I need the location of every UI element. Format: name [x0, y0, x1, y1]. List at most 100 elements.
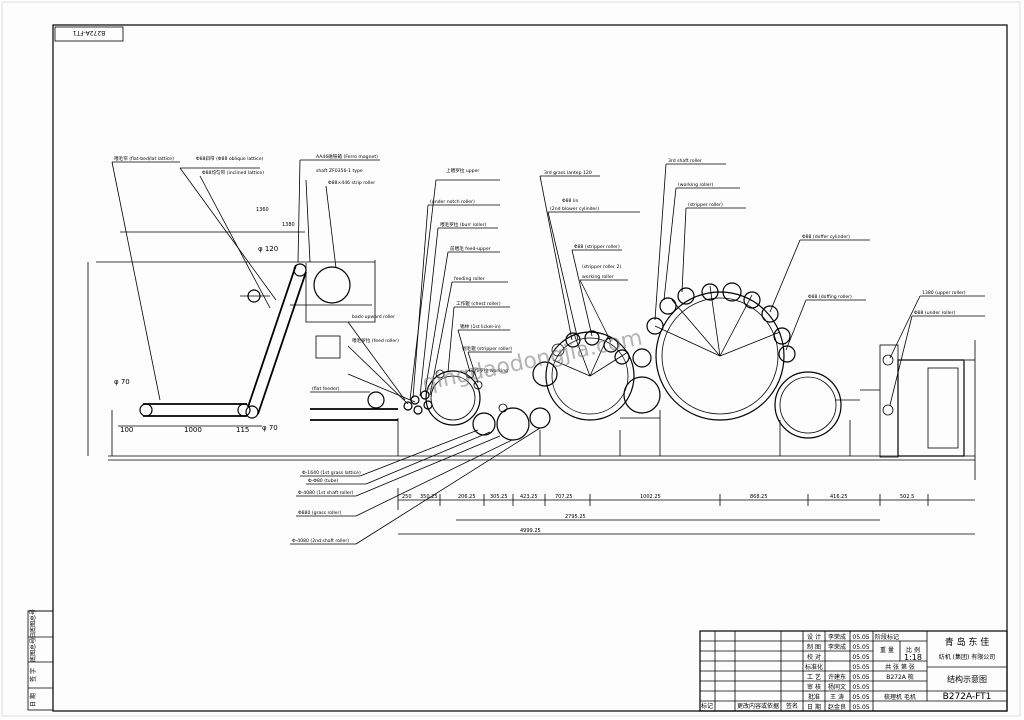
label-mid: 前喂毛 feed-upper	[450, 245, 491, 252]
title-block: 标记 更改内容或依据 签名 设 计 制 图 校 对 标准化 工 艺 审 核 批准…	[699, 630, 1008, 712]
label-left: shaft ZF0356-1 type	[316, 168, 363, 174]
label-right: Φ88 (doffer cylinder)	[802, 234, 850, 240]
tb-stage-label: 阶段标记	[875, 633, 899, 641]
tb-model: B272A 梳	[886, 673, 914, 681]
tb-date: 05.05	[852, 694, 869, 701]
leader-lines-right	[654, 163, 985, 406]
dim-seg: 350.25	[420, 494, 438, 500]
tb-date: 05.05	[852, 664, 869, 671]
tb-machine-name: 梳理机 毛机	[884, 693, 916, 701]
tb-role: 审 核	[807, 683, 821, 691]
code-box-topleft: B272A-FT1	[54, 26, 124, 42]
label-mid: 上喂罗拉 upper	[446, 167, 479, 174]
dim-mid: 2795.25	[565, 514, 586, 520]
dim-seg: 206.25	[458, 494, 476, 500]
label-mid: 剥毛辊 (stripper roller)	[462, 345, 512, 352]
leader-lines-bottom	[290, 427, 541, 545]
tb-date: 05.05	[852, 654, 869, 661]
rotated-drawing-code: B272A-FT1	[73, 29, 106, 36]
tb-role: 批准	[808, 693, 820, 701]
dim-phi70-left: φ 70	[114, 378, 130, 386]
label-mid: 锡林 (1st licker-in)	[460, 323, 501, 330]
tb-col-mark: 标记	[701, 702, 713, 710]
doffer-cylinder	[774, 371, 860, 439]
label-upper-mid: Φ88 (stripper roller)	[574, 244, 620, 250]
tb-weight-label: 重 量	[880, 646, 894, 654]
binding-label-old-base: 旧底图总号	[29, 609, 37, 639]
label-right: Φ88 (doffing roller)	[808, 294, 852, 300]
binding-label-base: 底图总号	[29, 638, 37, 662]
tb-role: 制 图	[807, 643, 821, 651]
tb-name: 李荣成	[828, 643, 846, 651]
label-upper-mid: working roller	[582, 274, 614, 280]
tb-name: 王 涛	[830, 693, 844, 701]
binding-label-date: 日 期	[29, 693, 37, 707]
label-bottom: Φ-4080 (1st shaft roller)	[298, 490, 354, 496]
label-left: 喂毛帘 (flat-bed/lat lattice)	[114, 155, 174, 162]
dim-phi70-right: φ 70	[262, 424, 278, 432]
hopper-lattice	[87, 231, 398, 456]
tb-col-change: 更改内容或依据	[737, 702, 779, 710]
leader-lines-upper-mid	[539, 175, 640, 343]
dim-seg: 423.25	[520, 494, 538, 500]
dim-phi120: φ 120	[258, 245, 278, 253]
tb-date: 05.05	[852, 704, 869, 711]
tb-name: 杨同文	[828, 683, 846, 691]
binding-label-sign: 签 字	[29, 668, 37, 682]
dimension-lines	[118, 425, 975, 535]
leader-lines-left	[111, 159, 380, 401]
label-left: Φ88均匀帘 (inclined lattice)	[202, 169, 264, 176]
main-cylinder	[646, 282, 796, 421]
tb-company-line2: 纺机 (集团) 有限公司	[939, 653, 996, 661]
drawing-frame	[52, 24, 1008, 712]
label-mid: 喂毛罗拉 (burr roller)	[440, 221, 486, 228]
label-mid: (under notch roller)	[430, 199, 475, 205]
machine-frame	[397, 410, 851, 456]
dim-seg: 250	[402, 494, 412, 500]
dim-1360: 1360	[256, 207, 269, 213]
tb-name: 李荣成	[828, 633, 846, 641]
label-left: Φ88×446 strip roller	[328, 180, 375, 186]
left-binding-strip: 旧底图总号 底图总号 签 字 日 期	[27, 609, 54, 711]
label-bottom: Φ-1640 (1st grass lattice)	[302, 470, 361, 476]
dim-top: 1380	[282, 222, 295, 228]
label-right: (stripper roller)	[688, 202, 723, 208]
dim-seg: 502.5	[900, 494, 914, 500]
tb-role: 设 计	[807, 633, 821, 641]
tb-drawing-code: B272A-FT1	[943, 692, 992, 702]
tb-company-line1: 青 岛 东 佳	[945, 636, 990, 648]
tb-date: 05.05	[852, 684, 869, 691]
label-left: AA46磁铁箱 (Ferro magnet)	[316, 153, 378, 160]
dim-seg: 1002.25	[640, 494, 661, 500]
dim-100: 100	[120, 426, 133, 434]
leader-lines-mid	[310, 179, 512, 405]
delivery-unit	[860, 340, 976, 480]
machine-drawing: φ 120 φ 70 φ 70 100 1000 115 1360 1380 2…	[87, 153, 985, 545]
label-left: Φ88斜帘 (Φ88 oblique lattice)	[196, 155, 264, 162]
label-right: 3rd shaft roller	[668, 158, 702, 164]
tb-role: 标准化	[805, 663, 823, 671]
tb-date: 05.05	[852, 644, 869, 651]
label-mid: 喂毛罗拉 (feed roller)	[352, 337, 399, 344]
tb-scale-label: 比 例	[906, 646, 920, 654]
tb-name: 赵金良	[828, 703, 846, 711]
first-cylinder	[545, 330, 661, 421]
tb-col-sign: 签名	[786, 702, 798, 710]
label-mid: back-upward roller	[352, 314, 395, 320]
label-bottom: Φ-Φ80 (tube)	[308, 478, 338, 484]
label-mid: 工作罗拉 working	[470, 367, 508, 374]
tb-date: 05.05	[852, 674, 869, 681]
tb-role: 校 对	[807, 653, 821, 661]
label-upper-mid: (stripper roller 2)	[582, 264, 621, 270]
label-right: (working roller)	[678, 182, 713, 188]
dim-1000: 1000	[184, 426, 202, 434]
dim-lower: 4999.25	[520, 528, 541, 534]
label-mid: 工作辊 (chest roller)	[456, 300, 501, 307]
dim-seg: 868.25	[750, 494, 768, 500]
tb-sheet-label: 共 张 第 张	[885, 663, 915, 671]
label-upper-mid: 3rd grass lantep 120	[544, 170, 592, 176]
label-bottom: Φ880 (grass roller)	[298, 510, 341, 516]
label-mid: (flat feeder)	[312, 386, 340, 392]
